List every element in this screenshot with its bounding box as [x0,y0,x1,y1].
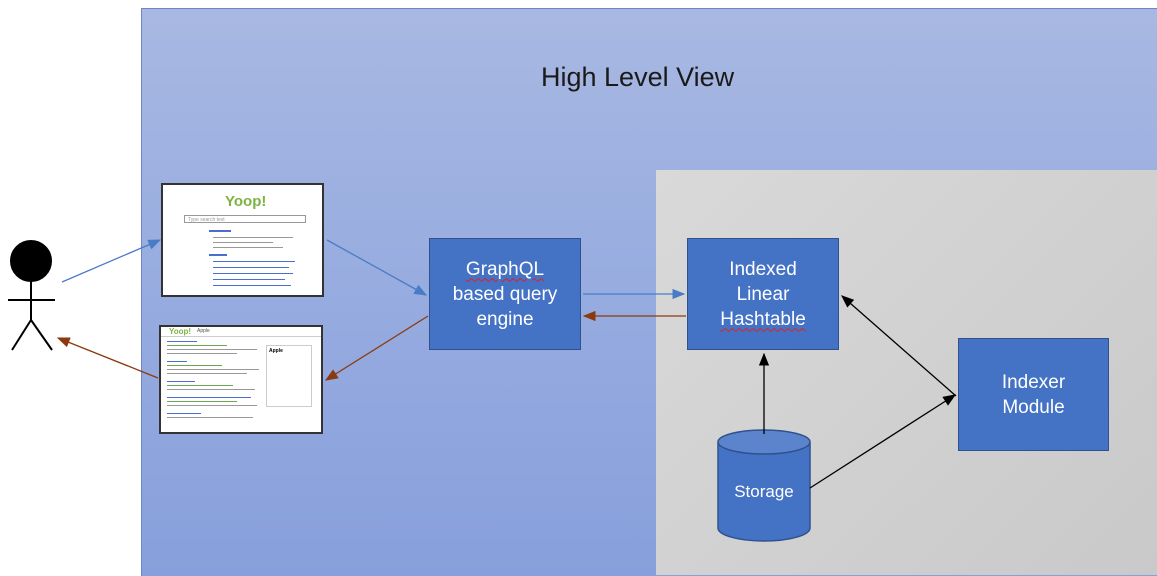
mock-line [213,273,293,274]
arrow-graphql-to-results [324,315,429,381]
indexed-linear-hashtable-node: Indexed Linear Hashtable [687,238,839,350]
search-page-logo: Yoop! [225,193,267,210]
arrow-indexer-to-hashtable [841,295,957,397]
mock-line [167,345,227,346]
mock-line [167,341,197,342]
mock-line [213,279,285,280]
indexer-label-line1: Indexer [1001,371,1066,393]
indexer-module-node: Indexer Module [958,338,1109,451]
mock-line [167,389,255,390]
mock-line [167,349,257,350]
actor-icon [8,240,55,351]
arrow-actor-to-search [61,239,162,283]
mock-line [167,365,222,366]
graphql-label-line1: GraphQL [465,258,545,280]
results-logo: Yoop! [169,327,192,336]
arrow-storage-to-indexer [809,394,957,489]
mock-line [209,230,231,232]
mock-line [167,353,237,354]
mock-line [213,237,293,238]
mock-line [167,417,253,418]
mock-line [167,397,251,398]
mock-line [213,261,295,262]
mock-line [213,285,291,286]
mock-line [209,254,227,256]
mock-line [167,373,247,374]
arrow-search-to-graphql [326,239,428,296]
mock-line [167,369,259,370]
hashtable-label-line1: Indexed [729,258,797,280]
mock-line [167,413,201,414]
results-query: Apple [197,328,210,334]
hashtable-label-line2: Linear [736,283,790,305]
diagram-title: High Level View [541,62,735,92]
mock-line [213,247,283,248]
hashtable-label-line3: Hashtable [720,308,806,330]
graphql-label-line2: based query [452,283,558,305]
mock-line [213,242,273,243]
mock-line [167,405,257,406]
search-box: Type search text [184,215,306,223]
results-page-screenshot: Yoop! Apple Apple [159,325,323,434]
results-header [161,327,321,337]
arrow-results-to-actor [56,337,159,379]
database-icon [717,429,811,542]
graphql-query-engine-node: GraphQL based query engine [429,238,581,350]
search-page-screenshot: Yoop! Type search text [161,183,324,297]
mock-line [167,401,237,402]
knowledge-panel: Apple [266,345,312,407]
indexer-label-line2: Module [1002,396,1065,418]
mock-line [167,361,187,362]
storage-label: Storage [734,482,794,501]
graphql-label-line3: engine [476,308,534,330]
mock-line [167,385,233,386]
mock-line [167,381,195,382]
knowledge-panel-heading: Apple [269,348,283,354]
mock-line [213,267,289,268]
